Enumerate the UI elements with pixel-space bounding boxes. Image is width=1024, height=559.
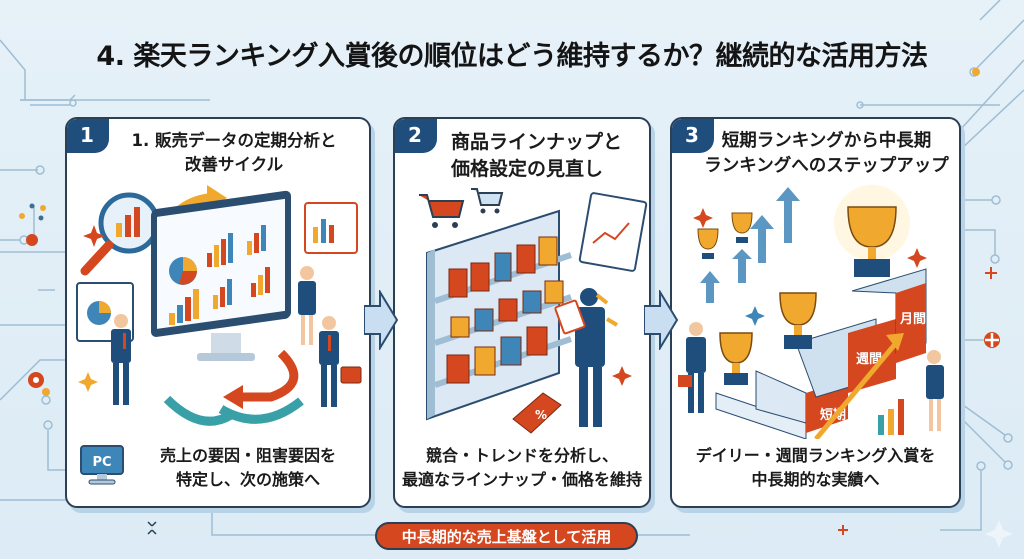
step-description: デイリー・週間ランキング入賞を 中長期的な実績へ [672,444,959,492]
page-title: 4. 楽天ランキング入賞後の順位はどう維持するか？継続的な活用方法 [96,41,928,72]
step-card-3: 3 短期ランキングから中長期 ランキングへのステップアップ 短期 週間 月間 [670,117,961,508]
svg-text:PC: PC [92,455,111,470]
svg-text:週間: 週間 [856,352,882,367]
step-title: 商品ラインナップと 価格設定の見直し [451,129,641,183]
trophy-icon [719,332,753,385]
trophy-podium-illustration: 短期 週間 月間 [678,185,944,439]
step-description-line: 最適なラインナップ・価格を維持 [401,470,642,489]
step-title-line: ランキングへのステップアップ [704,156,949,176]
store-shelf-illustration: % [419,188,648,434]
pc-icon: PC [80,445,124,485]
step-card-2: 2 商品ラインナップと 価格設定の見直し % 競合・トレンドを分析し、 最適な [393,117,651,508]
step-title-line: 改善サイクル [184,155,284,174]
shopping-cart-icon [471,188,504,214]
step-title-line: 商品ラインナップと [451,131,623,153]
step-description-line: デイリー・週間ランキング入賞を [695,446,936,465]
arrow-right-icon [364,290,398,350]
step-number-badge: 2 [395,119,437,153]
step-description-line: 中長期的な実績へ [751,470,880,489]
step-title: 1. 販売データの定期分析と 改善サイクル [107,129,361,177]
step-card-1: 1 1. 販売データの定期分析と 改善サイクル [65,117,371,508]
step-title-line: 1. 販売データの定期分析と [131,131,337,150]
step-description-line: 特定し、次の施策へ [175,470,320,489]
summary-pill: 中長期的な売上基盤として活用 [375,522,638,550]
trophy-icon [779,292,817,349]
step-title-line: 短期ランキングから中長期 [721,131,932,151]
trophy-icon [834,185,910,277]
svg-text:月間: 月間 [899,312,926,327]
step-description-line: 売上の要因・阻害要因を [159,446,336,465]
step-description-line: 競合・トレンドを分析し、 [425,446,618,465]
step-title-line: 価格設定の見直し [451,158,604,180]
step-number-badge: 3 [672,119,714,153]
arrow-right-icon [644,290,678,350]
trophy-icon [731,212,753,243]
trophy-icon [697,228,719,259]
step-number-badge: 1 [67,119,109,153]
svg-text:%: % [535,408,547,422]
step-description: 競合・トレンドを分析し、 最適なラインナップ・価格を維持 [395,444,649,492]
analytics-illustration [76,185,362,426]
step-description: 売上の要因・阻害要因を 特定し、次の施策へ [127,444,369,492]
shopping-cart-icon [419,194,465,228]
step-title: 短期ランキングから中長期 ランキングへのステップアップ [702,129,951,179]
